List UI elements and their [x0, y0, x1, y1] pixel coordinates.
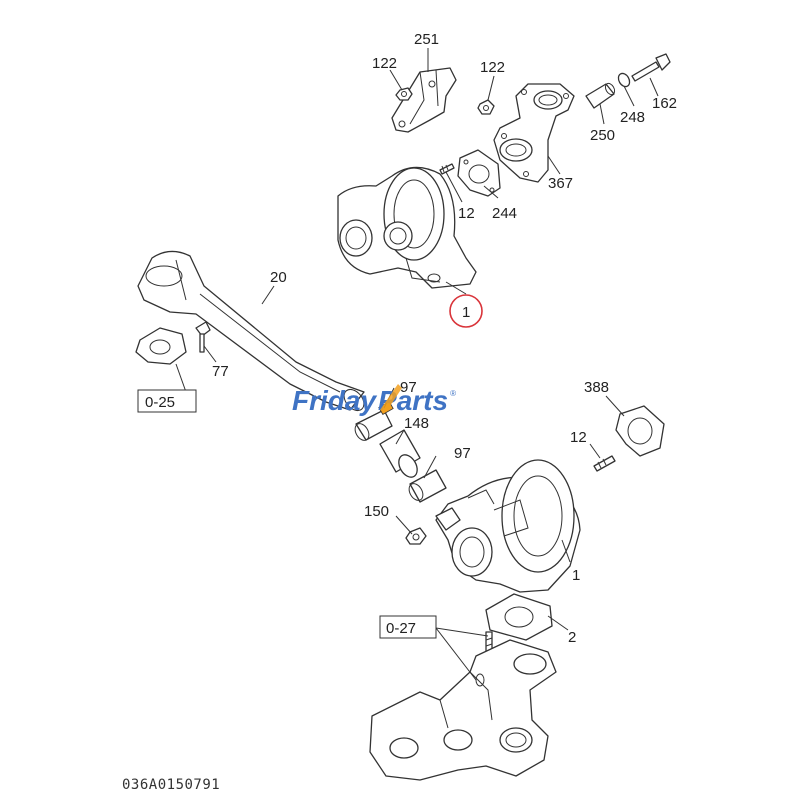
- callout-162: 162: [652, 95, 677, 112]
- sleeve-250[interactable]: [585, 82, 616, 109]
- callout-251: 251: [414, 31, 439, 48]
- drawing-number: 036A0150791: [122, 777, 220, 793]
- callout-77: 77: [212, 363, 229, 380]
- bolt-77[interactable]: [195, 321, 211, 353]
- reference-0-27-label: 0-27: [386, 620, 416, 637]
- callout-1-lower: 1: [572, 567, 580, 584]
- callout-labels: 251 122 122 162 248 250 367 12 244 1 20 …: [212, 31, 677, 646]
- stud-12-upper[interactable]: [439, 163, 455, 175]
- leader-lines: [175, 48, 659, 681]
- callout-250: 250: [590, 127, 615, 144]
- gasket-244[interactable]: [457, 149, 501, 197]
- pipe-20[interactable]: [137, 250, 368, 414]
- turbocharger-1-upper[interactable]: [337, 166, 477, 289]
- watermark-trademark: ®: [450, 389, 456, 398]
- hose-148[interactable]: [379, 429, 421, 480]
- gasket-388[interactable]: [615, 405, 665, 457]
- callout-20: 20: [270, 269, 287, 286]
- callout-97-lower: 97: [454, 445, 471, 462]
- exhaust-manifold[interactable]: [369, 639, 557, 781]
- stud-12-lower[interactable]: [593, 455, 616, 472]
- callout-122-right: 122: [480, 59, 505, 76]
- callout-97-upper: 97: [400, 379, 417, 396]
- clamp-97-lower[interactable]: [406, 469, 447, 503]
- reference-0-25[interactable]: 0-25: [137, 389, 197, 413]
- callout-12-lower: 12: [570, 429, 587, 446]
- gasket-2[interactable]: [485, 593, 553, 641]
- nut-122-right[interactable]: [477, 99, 495, 115]
- reference-0-27[interactable]: 0-27: [379, 615, 437, 639]
- nut-122-left[interactable]: [395, 87, 413, 101]
- watermark-part1: Friday: [292, 385, 377, 416]
- watermark-logo: FridayParts®: [292, 384, 456, 416]
- bolt-162[interactable]: [631, 53, 671, 82]
- callout-122-left: 122: [372, 55, 397, 72]
- highlight-circle: [449, 294, 483, 328]
- callout-2: 2: [568, 629, 576, 646]
- callout-367: 367: [548, 175, 573, 192]
- gasket-0-25[interactable]: [135, 327, 187, 365]
- callout-388: 388: [584, 379, 609, 396]
- callout-150: 150: [364, 503, 389, 520]
- callout-244: 244: [492, 205, 517, 222]
- bracket-251[interactable]: [391, 67, 457, 133]
- reference-0-25-label: 0-25: [145, 394, 175, 411]
- elbow-367[interactable]: [493, 83, 575, 183]
- washer-248[interactable]: [616, 71, 632, 88]
- callout-148: 148: [404, 415, 429, 432]
- callout-12-upper: 12: [458, 205, 475, 222]
- turbocharger-1-lower[interactable]: [435, 459, 581, 593]
- nut-150[interactable]: [405, 527, 427, 545]
- callout-248: 248: [620, 109, 645, 126]
- callout-1-upper: 1: [462, 304, 470, 321]
- watermark-logo-text: FridayParts®: [292, 385, 456, 416]
